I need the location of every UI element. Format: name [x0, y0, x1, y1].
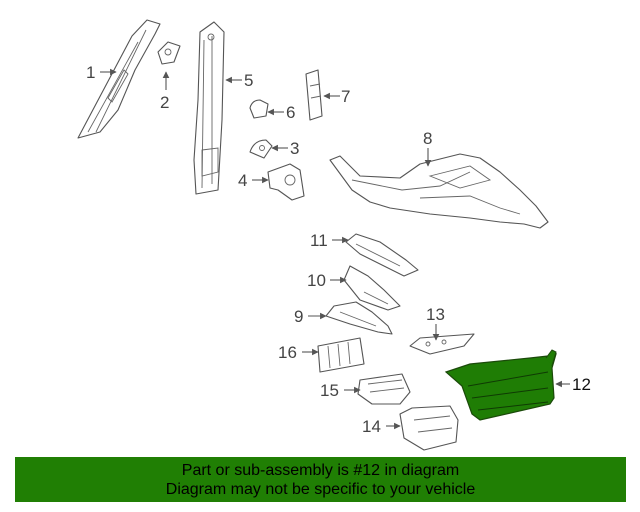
part-6-cap: [249, 99, 269, 119]
info-banner: Part or sub-assembly is #12 in diagram D…: [15, 457, 626, 502]
leader-lines: [100, 68, 570, 430]
callout-10: 10: [307, 271, 326, 290]
parts-diagram: 1 2 5 6 7 3 4 8 11 10 9 13 16 15 14 12: [77, 19, 591, 451]
callout-5: 5: [244, 71, 253, 90]
part-12-highlighted-panel: [444, 349, 557, 421]
part-3-clip: [249, 139, 273, 159]
callout-13: 13: [426, 305, 445, 324]
part-15-vent: [357, 373, 411, 405]
part-5-b-pillar-trim: [193, 21, 225, 195]
part-14-cover: [399, 405, 459, 451]
part-7-bracket: [305, 69, 323, 121]
banner-line-2: Diagram may not be specific to your vehi…: [165, 481, 476, 498]
callout-14: 14: [362, 417, 381, 436]
part-9-trim: [325, 301, 393, 335]
part-2-clip: [157, 41, 181, 65]
part-10-trim: [343, 265, 401, 311]
part-8-carpet: [329, 153, 549, 229]
callout-2: 2: [160, 93, 169, 112]
callout-4: 4: [238, 171, 247, 190]
banner-line-1: Part or sub-assembly is #12 in diagram: [181, 462, 460, 479]
part-1-pillar-trim: [77, 19, 161, 139]
callout-8: 8: [423, 129, 432, 148]
part-4-retainer: [267, 163, 305, 201]
callout-16: 16: [278, 343, 297, 362]
part-16-vent: [317, 337, 365, 373]
callout-15: 15: [320, 381, 339, 400]
part-13-plate: [409, 333, 475, 355]
part-11-trim: [345, 233, 419, 277]
callout-11: 11: [310, 231, 328, 250]
callout-7: 7: [341, 87, 350, 106]
callout-1: 1: [86, 63, 95, 82]
callout-12: 12: [572, 375, 591, 394]
callout-9: 9: [294, 307, 303, 326]
callout-3: 3: [290, 139, 299, 158]
callout-6: 6: [286, 103, 295, 122]
